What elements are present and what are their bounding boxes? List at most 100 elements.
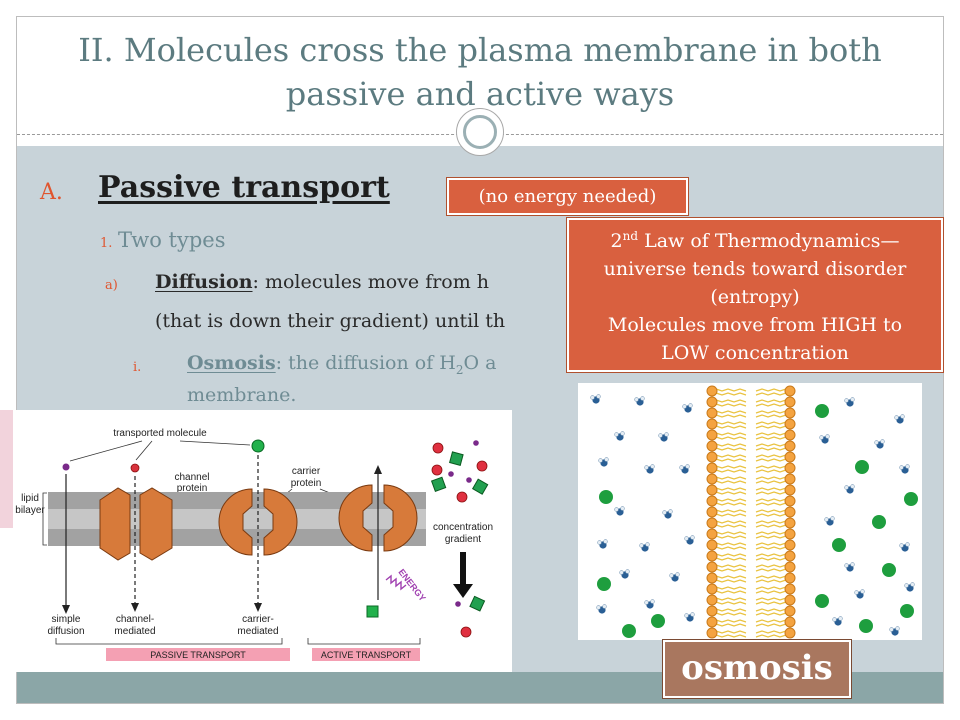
lipid-tail [715, 476, 747, 480]
lipid-tail [715, 568, 747, 572]
lipid-head [784, 440, 796, 452]
water-hydrogen [688, 403, 693, 408]
lipid-tail [715, 634, 747, 638]
arrow-head [62, 605, 70, 614]
water-hydrogen [650, 464, 655, 469]
callout-line-5: LOW concentration [661, 342, 849, 364]
lipid-head [706, 539, 718, 551]
term-osmosis: Osmosis [187, 352, 276, 374]
lipid-tail [755, 553, 787, 557]
solute-particle [855, 460, 869, 474]
solute-particle [872, 515, 886, 529]
ordinal-suffix: nd [622, 229, 639, 243]
water-hydrogen [844, 485, 849, 490]
water-hydrogen [838, 616, 843, 621]
lipid-tail [715, 575, 747, 579]
water-hydrogen [895, 626, 900, 631]
lipid-head [706, 550, 718, 562]
diffusion-continuation: (that is down their gradient) until th [155, 310, 506, 332]
carrier-protein-left [218, 488, 253, 556]
water-hydrogen [684, 613, 689, 618]
slide-title-line-2: passive and active ways [285, 75, 675, 113]
solute-particle [815, 594, 829, 608]
lipid-tail [715, 546, 747, 550]
water-hydrogen [860, 589, 865, 594]
outline-marker-i: i. [133, 360, 142, 375]
label-channel-protein: protein [177, 483, 208, 494]
lipid-tail [715, 557, 747, 561]
water-hydrogen [662, 510, 667, 515]
water-hydrogen [905, 542, 910, 547]
passive-bracket [55, 638, 283, 645]
lipid-tail [755, 425, 787, 429]
label-carrier-dash: carrier- [242, 614, 274, 625]
solute-particle [599, 490, 613, 504]
lipid-tail [715, 630, 747, 634]
lipid-tail [715, 553, 747, 557]
lipid-tail [755, 465, 787, 469]
water-hydrogen [832, 617, 837, 622]
lipid-head [784, 539, 796, 551]
lipid-head [784, 473, 796, 485]
water-hydrogen [894, 415, 899, 420]
solute-particle [882, 563, 896, 577]
water-hydrogen [850, 484, 855, 489]
lipid-tail [715, 465, 747, 469]
lipid-tail [755, 388, 787, 392]
callout-line-1: 2nd Law of Thermodynamics— [569, 227, 941, 255]
outline-marker-1: 1. [100, 236, 113, 251]
lipid-tail [715, 469, 747, 473]
lipid-head [784, 594, 796, 606]
water-hydrogen [854, 590, 859, 595]
lipid-tail [715, 509, 747, 513]
lipid-head [784, 528, 796, 540]
lipid-tail [715, 399, 747, 403]
gradient-small-dot [455, 601, 461, 607]
outline-marker-a-sub: a) [105, 278, 118, 293]
water-hydrogen [690, 535, 695, 540]
lipid-head [784, 462, 796, 474]
water-hydrogen [597, 540, 602, 545]
solute-particle [859, 619, 873, 633]
slide-frame [16, 16, 944, 704]
diffusion-definition: Diffusion: molecules move from h [155, 268, 489, 296]
osmosis-label: osmosis [663, 640, 851, 698]
water-hydrogen [910, 582, 915, 587]
water-hydrogen [619, 570, 624, 575]
lipid-tail [755, 623, 787, 627]
diffusion-text: : molecules move from h [252, 271, 490, 293]
water-hydrogen [603, 539, 608, 544]
lipid-tail [755, 480, 787, 484]
lipid-head [784, 418, 796, 430]
label-transported-molecule: transported molecule [113, 428, 207, 439]
pump-protein-right [383, 484, 418, 552]
water-hydrogen [899, 543, 904, 548]
gradient-solute-square [449, 451, 464, 466]
water-hydrogen [675, 572, 680, 577]
ion-dot [130, 463, 140, 473]
lipid-tail [755, 634, 787, 638]
lipid-head [784, 605, 796, 617]
water-hydrogen [650, 599, 655, 604]
lipid-tail [755, 487, 787, 491]
label-simple: simple [52, 614, 81, 625]
label-carrier: carrier [292, 466, 321, 477]
solute-particle [651, 614, 665, 628]
water-hydrogen [684, 536, 689, 541]
lipid-tail [715, 608, 747, 612]
pointer-line [69, 440, 143, 462]
lipid-head [706, 605, 718, 617]
lipid-tail [715, 480, 747, 484]
lipid-tail [715, 524, 747, 528]
gradient-ion-dot [476, 460, 488, 472]
channel-protein-right [139, 487, 173, 561]
lipid-head [706, 616, 718, 628]
lipid-tail [755, 579, 787, 583]
channel-protein-left [99, 487, 131, 561]
lipid-tail [715, 535, 747, 539]
water-hydrogen [590, 395, 595, 400]
gradient-solute-square [430, 476, 447, 492]
passive-transport-bar [106, 648, 290, 661]
gradient-solute-square [471, 478, 489, 495]
circle-ornament-ring [463, 115, 497, 149]
